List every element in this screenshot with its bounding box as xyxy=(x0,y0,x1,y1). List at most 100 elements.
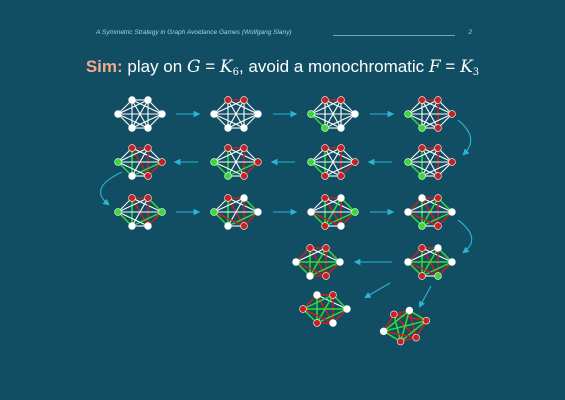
edge-0-2 xyxy=(421,147,453,163)
f-symbol: F xyxy=(428,57,441,77)
edge-3-5 xyxy=(407,113,439,129)
vertex-5 xyxy=(404,110,412,118)
edge-1-5 xyxy=(407,147,439,163)
edge-0-2 xyxy=(421,247,453,263)
edge-3-5 xyxy=(310,211,342,227)
game-state-9 xyxy=(210,194,262,230)
edge-3-5 xyxy=(407,161,439,177)
vertex-4 xyxy=(418,222,426,230)
vertex-4 xyxy=(306,272,314,280)
edge-3-5 xyxy=(310,113,342,129)
header-title: A Symmetric Strategy in Graph Avoidance … xyxy=(96,29,292,36)
edge-2-4 xyxy=(324,161,356,177)
game-states xyxy=(114,96,456,346)
vertex-0 xyxy=(321,96,329,104)
edge-0-2 xyxy=(131,147,163,163)
vertex-2 xyxy=(343,305,351,313)
arrow-move-4 xyxy=(457,119,472,156)
vertex-2 xyxy=(448,258,456,266)
edge-0-2 xyxy=(393,313,427,322)
vertex-2 xyxy=(448,158,456,166)
edge-2-4 xyxy=(421,211,453,227)
game-state-7 xyxy=(114,144,166,180)
vertex-4 xyxy=(321,222,329,230)
edge-3-5 xyxy=(117,113,149,129)
vertex-5 xyxy=(404,158,412,166)
edge-2-4 xyxy=(131,113,163,129)
game-state-4 xyxy=(404,144,456,180)
slide-header: A Symmetric Strategy in Graph Avoidance … xyxy=(96,29,476,41)
edge-2-5 xyxy=(383,319,427,333)
edge-1-5 xyxy=(407,247,439,263)
vertex-2 xyxy=(158,158,166,166)
edge-3-5 xyxy=(213,161,245,177)
vertex-4 xyxy=(128,124,136,132)
title-text-before: play on xyxy=(122,57,187,76)
game-state-1 xyxy=(210,96,262,132)
vertex-3 xyxy=(144,222,152,230)
vertex-0 xyxy=(418,144,426,152)
edge-0-2 xyxy=(421,99,453,115)
game-state-5 xyxy=(307,144,359,180)
edge-1-5 xyxy=(213,147,245,163)
vertex-3 xyxy=(240,172,248,180)
game-state-3 xyxy=(404,96,456,132)
edge-1-5 xyxy=(117,197,149,213)
edge-2-4 xyxy=(227,161,259,177)
vertex-1 xyxy=(240,194,248,202)
vertex-0 xyxy=(224,194,232,202)
edge-2-4 xyxy=(421,261,453,277)
vertex-1 xyxy=(144,194,152,202)
game-state-2 xyxy=(307,96,359,132)
edge-1-5 xyxy=(213,197,245,213)
vertex-2 xyxy=(336,258,344,266)
vertex-3 xyxy=(337,124,345,132)
edge-0-2 xyxy=(324,197,356,213)
game-state-0 xyxy=(114,96,166,132)
vertex-5 xyxy=(307,208,315,216)
vertex-4 xyxy=(418,124,426,132)
vertex-2 xyxy=(422,316,431,325)
vertex-0 xyxy=(321,194,329,202)
vertex-0 xyxy=(306,244,314,252)
vertex-3 xyxy=(337,222,345,230)
vertex-4 xyxy=(128,172,136,180)
title-text-middle: , avoid a monochromatic xyxy=(238,57,429,76)
edge-2-4 xyxy=(309,261,341,277)
equals-sign-1: = xyxy=(200,57,220,76)
vertex-4 xyxy=(321,172,329,180)
edge-0-2 xyxy=(227,197,259,213)
edge-0-2 xyxy=(227,99,259,115)
edge-1-5 xyxy=(213,99,245,115)
edge-3-5 xyxy=(117,211,149,227)
vertex-0 xyxy=(128,96,136,104)
edge-2-4 xyxy=(227,211,259,227)
edge-1-5 xyxy=(295,247,327,263)
game-state-12 xyxy=(404,244,456,280)
edge-2-4 xyxy=(400,320,427,343)
vertex-0 xyxy=(418,96,426,104)
edge-3-5 xyxy=(407,211,439,227)
edge-1-5 xyxy=(117,147,149,163)
vertex-3 xyxy=(337,172,345,180)
vertex-5 xyxy=(404,258,412,266)
edge-0-2 xyxy=(227,147,259,163)
edge-1-5 xyxy=(310,147,342,163)
vertex-2 xyxy=(351,158,359,166)
arrow-move-12 xyxy=(457,219,473,254)
vertex-4 xyxy=(224,124,232,132)
edge-3-5 xyxy=(213,113,245,129)
edge-0-2 xyxy=(324,99,356,115)
edge-0-2 xyxy=(131,99,163,115)
vertex-0 xyxy=(418,244,426,252)
edge-0-2 xyxy=(131,197,163,213)
vertex-4 xyxy=(418,172,426,180)
edge-2-4 xyxy=(421,161,453,177)
vertex-1 xyxy=(337,194,345,202)
vertex-0 xyxy=(224,96,232,104)
equals-sign-2: = xyxy=(440,57,461,76)
vertex-4 xyxy=(224,222,232,230)
vertex-3 xyxy=(240,124,248,132)
vertex-5 xyxy=(114,208,122,216)
